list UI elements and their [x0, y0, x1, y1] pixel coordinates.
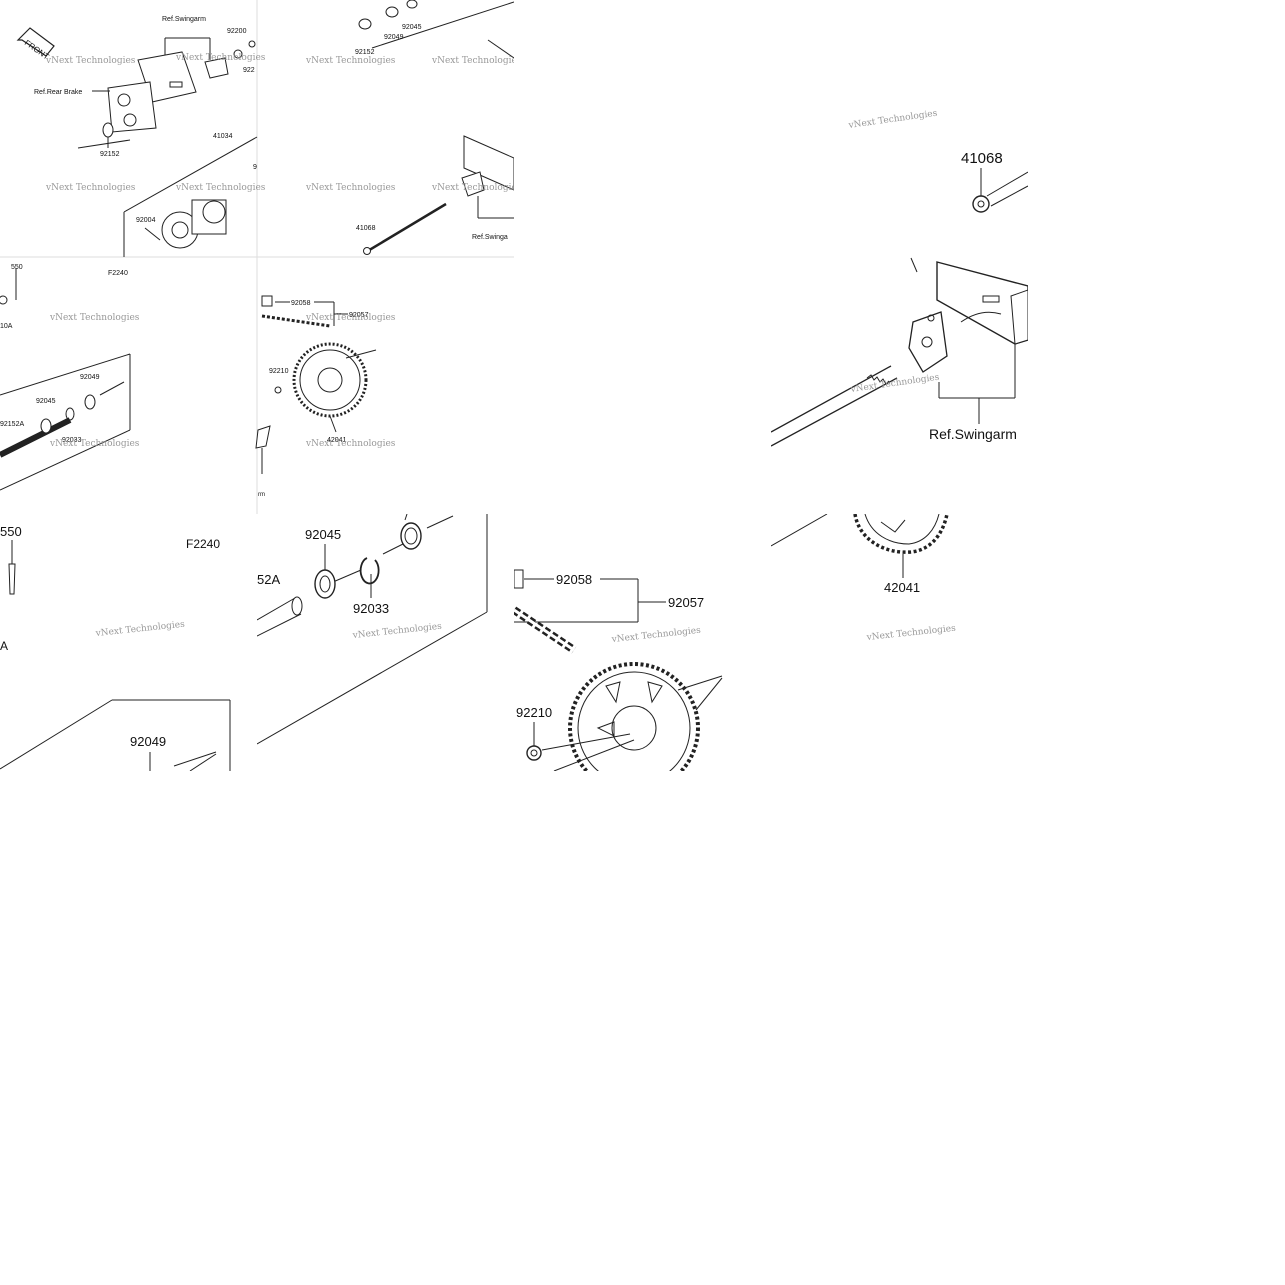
swingarm-part: [137, 37, 211, 103]
label-f2240: F2240: [108, 270, 128, 277]
label-550: 550: [0, 524, 22, 539]
cotter-pin-icon: [8, 563, 16, 595]
svg-text:vNext Technologies: vNext Technologies: [305, 439, 396, 449]
svg-text:vNext Technologies: vNext Technologies: [175, 53, 266, 63]
chain-guide: [255, 425, 271, 449]
zoom-sprocket-label: 42041 vNext Technologies: [771, 514, 1028, 771]
label-ref-rear-brake: Ref.Rear Brake: [34, 89, 82, 96]
nut-92210-icon: [526, 745, 542, 761]
svg-text:vNext Technologies: vNext Technologies: [305, 183, 396, 193]
adjuster-plate: [908, 311, 948, 373]
label-ref-swingarm: Ref.Swingarm: [929, 426, 1017, 442]
zoom-left-parts: 550 F2240 A vNext Technologies 92049: [0, 514, 257, 771]
watermark: vNext Technologies: [849, 373, 940, 396]
svg-text:vNext Technologies: vNext Technologies: [49, 439, 140, 449]
zoom-axle-swingarm: vNext Technologies 41068 vNext Technolog…: [771, 0, 1028, 514]
chain-joint-icon: [514, 569, 524, 589]
swingarm-end: [463, 135, 514, 191]
svg-text:vNext Technologies: vNext Technologies: [49, 313, 140, 323]
sprocket-42041: [568, 662, 700, 771]
label-41034: 41034: [213, 133, 233, 140]
bearing-92045: [314, 569, 336, 599]
label-92045: 92045: [305, 527, 341, 542]
label-52a: 52A: [257, 572, 280, 587]
watermark: vNext Technologies: [847, 109, 938, 132]
seal-92049: [84, 394, 96, 410]
label-92004: 92004: [136, 217, 156, 224]
label-92049: 92049: [130, 734, 166, 749]
swingarm-part: [910, 257, 1028, 345]
drive-chain: [514, 606, 577, 654]
label-10a: 10A: [0, 323, 13, 330]
watermark: vNext Technologies: [610, 626, 701, 645]
label-ref-swingarm-top: Ref.Swingarm: [162, 16, 206, 23]
label-92210: 92210: [269, 368, 289, 375]
wheel-hub: [161, 199, 227, 249]
label-92045: 92045: [36, 398, 56, 405]
label-92049-b: 92049: [384, 34, 404, 41]
circlip-92033: [359, 557, 380, 585]
nut-922: [248, 40, 256, 48]
bearing-92045-b: [406, 0, 418, 9]
watermark: vNext Technologies: [351, 622, 442, 641]
label-a: A: [0, 639, 8, 653]
label-41068: 41068: [961, 150, 1003, 167]
watermark: vNext Technologies: [94, 620, 185, 639]
label-92200: 92200: [227, 28, 247, 35]
washer-92200: [233, 49, 243, 59]
zoom-bearing-set: 92045 52A 92033 vNext Technologies: [257, 514, 514, 771]
axle-shaft: [771, 365, 898, 447]
nut-92210: [274, 386, 282, 394]
label-92033: 92033: [62, 437, 82, 444]
adjuster-plate-b: [461, 171, 485, 197]
label-92152a: 92152A: [0, 421, 24, 428]
svg-text:vNext Technologies: vNext Technologies: [305, 313, 396, 323]
seal-92049-b: [385, 6, 399, 18]
label-92152: 92152: [100, 151, 120, 158]
bearing-92045: [40, 418, 52, 434]
circlip-92033: [65, 407, 75, 421]
overview-diagram: FRONT Ref.Swingarm 92200 922 Ref.Rear Br…: [0, 0, 514, 514]
watermark: vNext Technologies: [865, 624, 956, 643]
label-92057: 92057: [668, 595, 704, 610]
brake-bracket: [107, 81, 157, 133]
label-92045-b: 92045: [402, 24, 422, 31]
label-rm: rm: [258, 492, 265, 498]
collar-shaft: [257, 596, 303, 637]
sprocket-edge: [853, 514, 949, 554]
label-92057: 92057: [349, 312, 369, 319]
label-42041: 42041: [884, 580, 920, 595]
label-ref-swinga: Ref.Swinga: [472, 234, 508, 241]
axle-41068: [972, 171, 1028, 213]
label-92049: 92049: [80, 374, 100, 381]
label-92058: 92058: [291, 300, 311, 307]
label-92058: 92058: [556, 572, 592, 587]
label-550: 550: [11, 264, 23, 271]
label-42041: 42041: [327, 437, 347, 444]
svg-text:vNext Technologies: vNext Technologies: [45, 56, 136, 66]
label-f2240: F2240: [186, 537, 220, 551]
label-92033: 92033: [353, 601, 389, 616]
collar-92152-b: [358, 18, 372, 30]
svg-text:vNext Technologies: vNext Technologies: [45, 183, 136, 193]
chain-joint: [261, 295, 273, 307]
sprocket-42041: [292, 342, 368, 418]
axle-head: [363, 247, 371, 255]
svg-text:vNext Technologies: vNext Technologies: [431, 56, 514, 66]
cotter-pin: [0, 295, 8, 305]
label-92152-b: 92152: [355, 49, 375, 56]
seal-92049: [400, 522, 422, 550]
zoom-chain-sprocket: 92058 92057 vNext Technologies 92210: [514, 514, 771, 771]
label-922: 922: [243, 67, 255, 74]
adjuster-plate: [204, 57, 229, 79]
label-92210: 92210: [516, 705, 552, 720]
svg-text:vNext Technologies: vNext Technologies: [175, 183, 266, 193]
label-41068: 41068: [356, 225, 376, 232]
svg-text:vNext Technologies: vNext Technologies: [431, 183, 514, 193]
watermark: vNext Technologies vNext Technologies vN…: [45, 53, 514, 449]
label-9-cut: 9: [253, 164, 257, 171]
svg-text:vNext Technologies: vNext Technologies: [305, 56, 396, 66]
collar-92152: [102, 122, 114, 138]
